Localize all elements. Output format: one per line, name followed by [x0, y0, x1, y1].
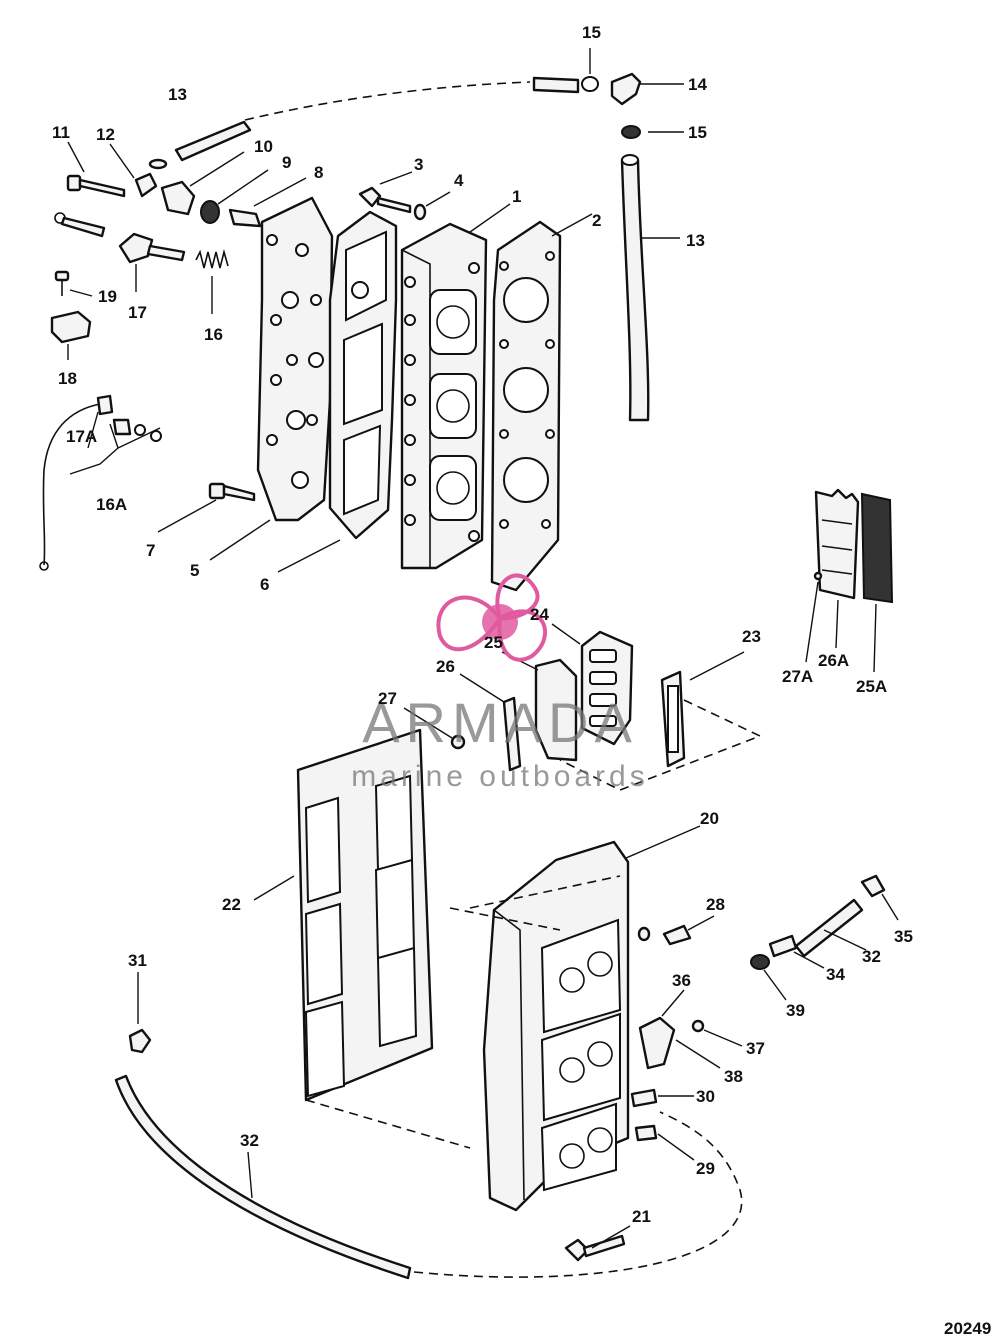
drawing-code: 20249	[944, 1319, 991, 1338]
hose-piece-15-top	[532, 76, 599, 94]
fitting-10	[148, 151, 245, 216]
fitting-14	[610, 72, 684, 106]
gasket-6	[277, 210, 398, 573]
grommet-9	[200, 169, 269, 224]
watermark-subtitle: marine outboards	[351, 760, 648, 793]
callout-17a: 17A	[66, 427, 97, 446]
callout-39: 39	[786, 1001, 805, 1020]
reed-inset-26a	[814, 488, 860, 649]
callout-26: 26	[436, 657, 455, 676]
callout-10: 10	[254, 137, 273, 156]
manifold-20	[449, 825, 701, 1212]
screw-28	[637, 915, 715, 946]
callout-38: 38	[724, 1067, 743, 1086]
callout-labels: 15 14 15 13 13 11 12 10 9 8 3 4 1 2 19 1…	[52, 23, 913, 1226]
callout-9: 9	[282, 153, 291, 172]
callout-27: 27	[378, 689, 397, 708]
callout-13: 13	[168, 85, 187, 104]
callout-32: 32	[240, 1131, 259, 1150]
hose-13-upper	[174, 81, 531, 162]
callout-15: 15	[688, 123, 707, 142]
screw-37	[691, 1019, 743, 1047]
fitting-29	[634, 1124, 695, 1161]
reed-25	[501, 651, 578, 762]
callout-13: 13	[686, 231, 705, 250]
armada-watermark: ARMADA marine outboards	[351, 573, 648, 793]
callout-1: 1	[512, 187, 521, 206]
callout-19: 19	[98, 287, 117, 306]
callout-27a: 27A	[782, 667, 813, 686]
callout-2: 2	[592, 211, 601, 230]
bolt-21	[564, 1225, 631, 1262]
fitting-31	[128, 972, 152, 1054]
bracket-36	[638, 989, 721, 1070]
clamp-15-lower	[621, 125, 684, 139]
callout-17: 17	[128, 303, 147, 322]
callout-23: 23	[742, 627, 761, 646]
callout-36: 36	[672, 971, 691, 990]
wire-17a-16a	[39, 394, 162, 571]
callout-25: 25	[484, 633, 503, 652]
callout-25a: 25A	[856, 677, 887, 696]
callout-29: 29	[696, 1159, 715, 1178]
callout-28: 28	[706, 895, 725, 914]
fitting-34	[768, 934, 825, 969]
fitting-30	[630, 1088, 694, 1108]
watermark-title: ARMADA	[362, 691, 638, 754]
callout-15: 15	[582, 23, 601, 42]
callout-32: 32	[862, 947, 881, 966]
callout-14: 14	[688, 75, 707, 94]
propeller-logo-icon	[436, 573, 548, 662]
callout-16: 16	[204, 325, 223, 344]
reed-inset-25a	[860, 492, 894, 673]
callout-35: 35	[894, 927, 913, 946]
hose-13-vertical	[620, 154, 680, 422]
stop-26	[459, 673, 522, 772]
hose-32-short	[794, 898, 867, 958]
callout-22: 22	[222, 895, 241, 914]
hose-32-long	[114, 1074, 743, 1280]
screw-19	[54, 270, 93, 297]
callout-8: 8	[314, 163, 323, 182]
rod-17	[54, 212, 186, 292]
callout-11: 11	[52, 123, 70, 142]
callout-6: 6	[260, 575, 269, 594]
callout-26a: 26A	[818, 651, 849, 670]
callout-31: 31	[128, 951, 147, 970]
callout-21: 21	[632, 1207, 651, 1226]
callout-3: 3	[414, 155, 423, 174]
bolt-7	[157, 482, 256, 533]
callout-12: 12	[96, 125, 115, 144]
bolt-3	[358, 171, 413, 214]
callout-7: 7	[146, 541, 155, 560]
washer-4	[413, 191, 451, 221]
callout-37: 37	[746, 1039, 765, 1058]
callout-24: 24	[530, 605, 549, 624]
block-18	[50, 310, 92, 360]
callout-16a: 16A	[96, 495, 127, 514]
callout-4: 4	[454, 171, 464, 190]
screw-inset-27a	[805, 571, 823, 663]
fitting-35	[860, 874, 899, 921]
bolt-11	[66, 141, 126, 198]
callout-20: 20	[700, 809, 719, 828]
gasket-22	[253, 728, 471, 1149]
screw-27	[403, 707, 466, 750]
callout-34: 34	[826, 965, 845, 984]
fitting-12	[109, 143, 158, 198]
cover-5	[209, 196, 334, 561]
callout-30: 30	[696, 1087, 715, 1106]
washer-39	[750, 954, 787, 1001]
head-gasket-2	[490, 213, 593, 592]
reed-block-24	[551, 623, 634, 746]
spring-16	[195, 248, 229, 314]
callout-18: 18	[58, 369, 77, 388]
gasket-23	[559, 651, 763, 791]
callout-5: 5	[190, 561, 199, 580]
cylinder-head-1	[400, 203, 511, 570]
valve-8	[228, 177, 307, 228]
